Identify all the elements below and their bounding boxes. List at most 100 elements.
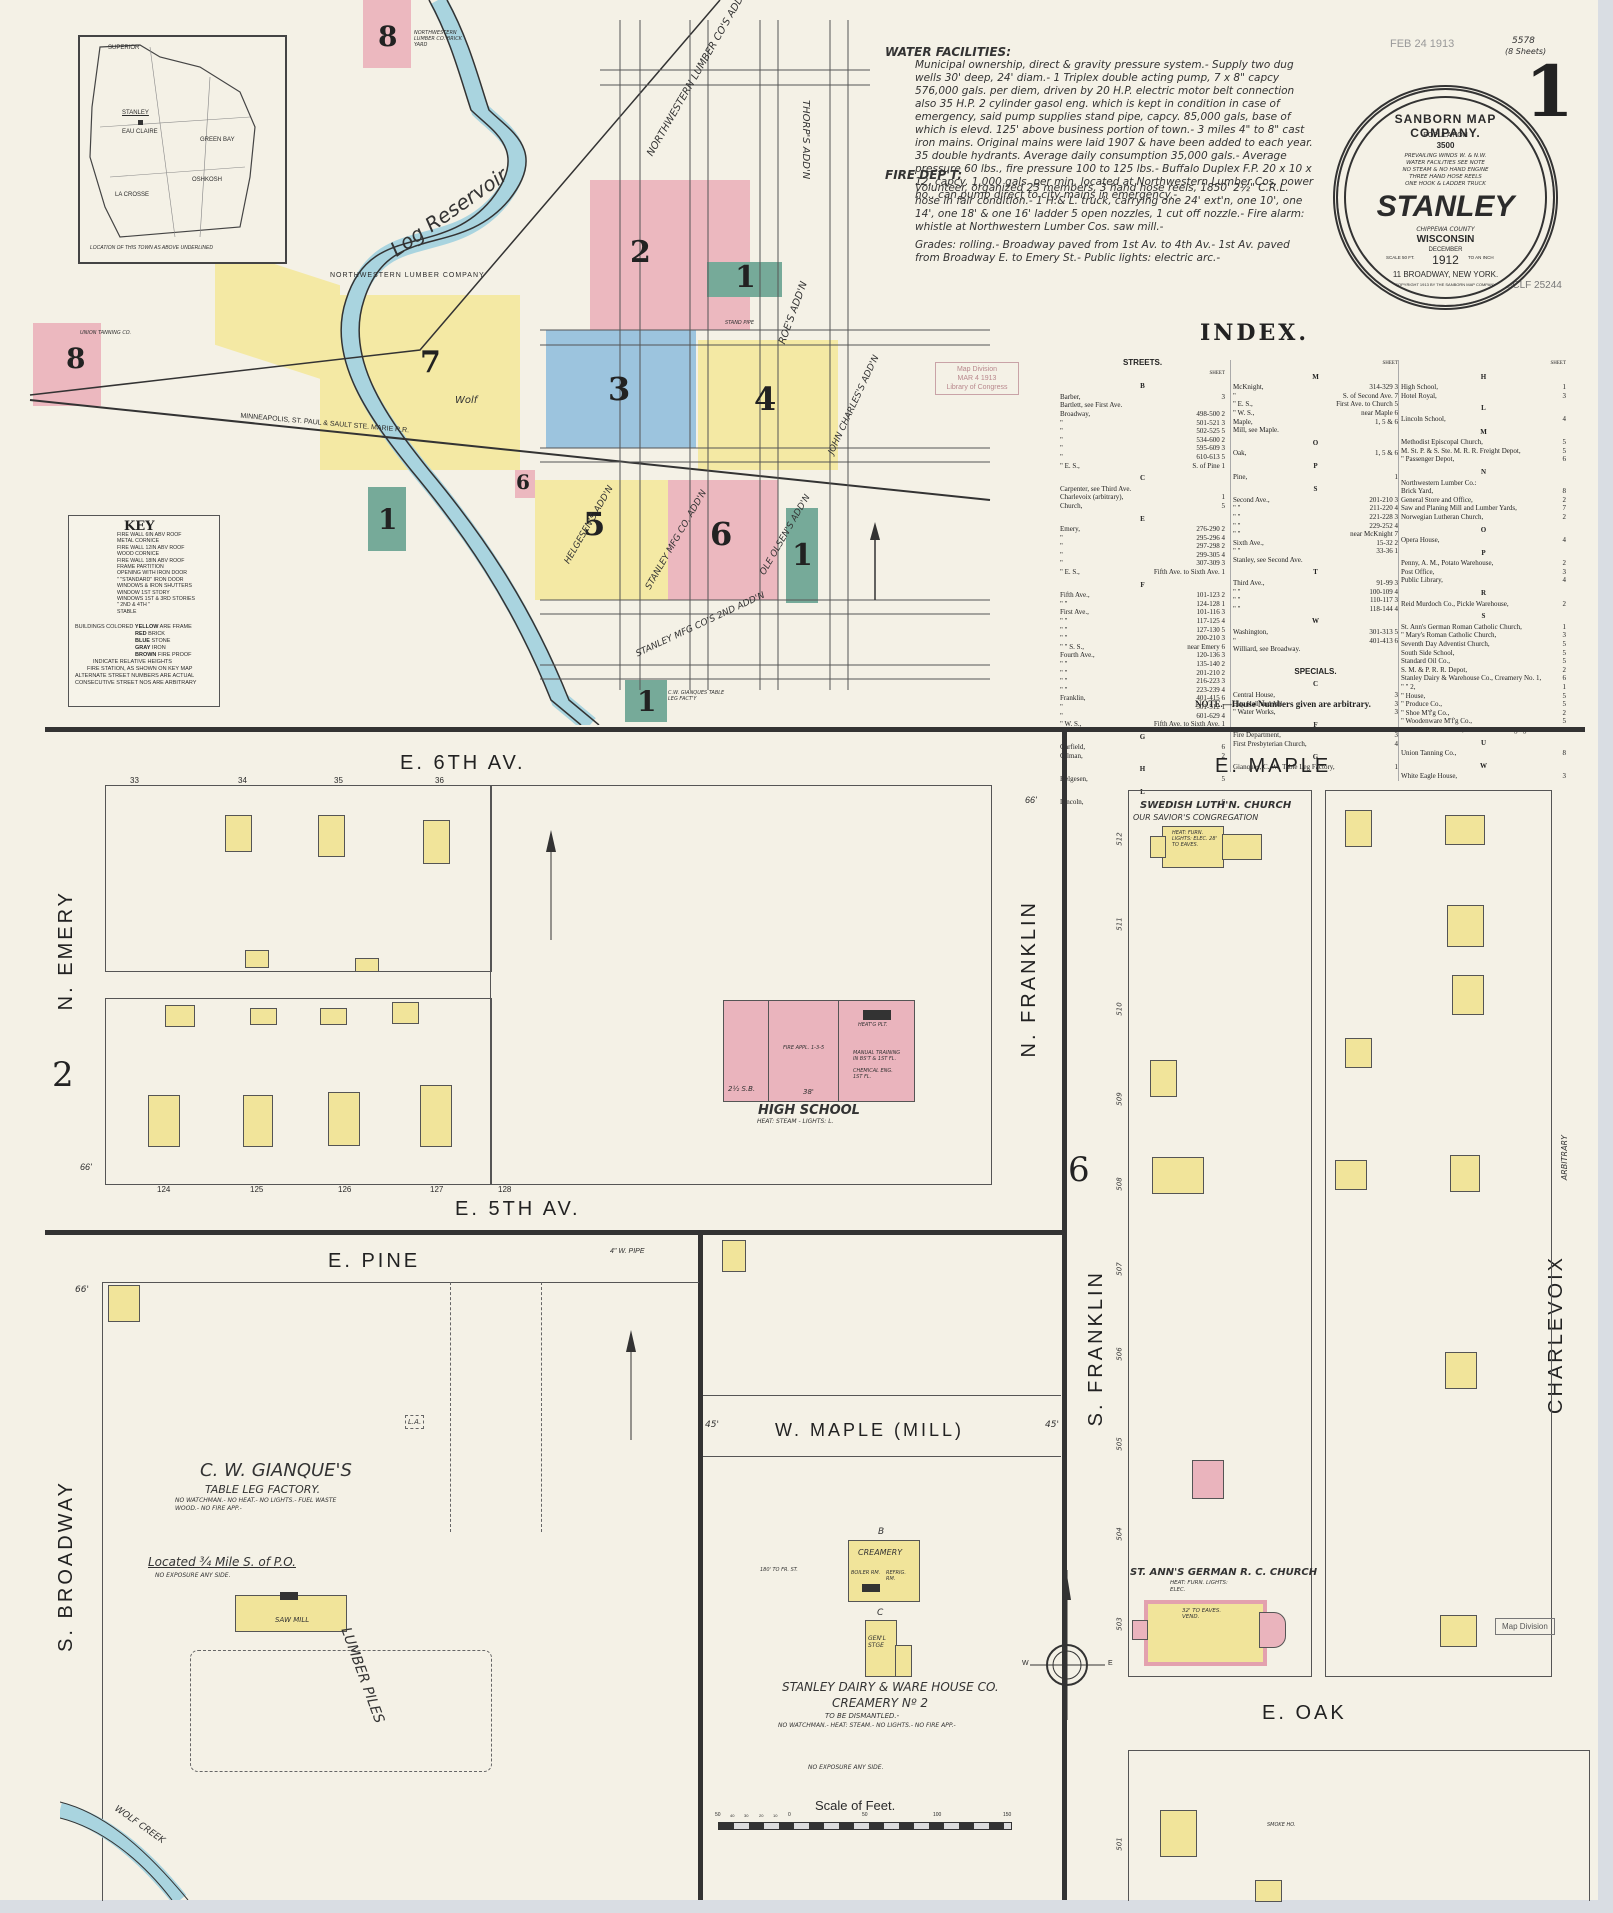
index-row[interactable]: General Store and Office,2	[1401, 496, 1566, 505]
index-row[interactable]: Union Tanning Co.,8	[1401, 749, 1566, 758]
index-row[interactable]: "295-296 4	[1060, 534, 1225, 543]
index-row[interactable]: " "229-252 4	[1233, 522, 1398, 531]
index-row[interactable]: " E. S.,Fifth Ave. to Sixth Ave. 1	[1060, 568, 1225, 577]
shed-d[interactable]	[392, 1002, 419, 1024]
index-row[interactable]: "S. of Second Ave. 7	[1233, 392, 1398, 401]
creamery-bldg-c[interactable]: GEN'L STGE	[865, 1620, 912, 1680]
index-row[interactable]: Northwestern Lumber Co.:	[1401, 479, 1566, 488]
index-row[interactable]: Charlevoix (arbitrary),1	[1060, 493, 1225, 502]
index-row[interactable]: Seventh Day Adventist Church,5	[1401, 640, 1566, 649]
index-row[interactable]: Central House,3	[1233, 691, 1398, 700]
index-row[interactable]: "501-521 3	[1060, 419, 1225, 428]
index-row[interactable]: Post Office,3	[1401, 568, 1566, 577]
dwelling-6i[interactable]	[1335, 1160, 1367, 1190]
index-row[interactable]: Fifth Ave.,101-123 2	[1060, 591, 1225, 600]
key-sheet-3[interactable]: 3	[608, 370, 631, 408]
key-sheet-2[interactable]: 2	[630, 235, 651, 270]
index-row[interactable]: M. St. P. & S. Ste. M. R. R. Freight Dep…	[1401, 447, 1566, 456]
dwelling-6c[interactable]	[1447, 905, 1484, 947]
dwelling-6l[interactable]	[1440, 1615, 1477, 1647]
index-row[interactable]: Bartlett, see First Ave.	[1060, 401, 1225, 410]
index-row[interactable]: Third Ave.,91-99 3	[1233, 579, 1398, 588]
shed-c[interactable]	[320, 1008, 347, 1025]
index-row[interactable]: Public Library,4	[1401, 576, 1566, 585]
index-row[interactable]: " "200-210 3	[1060, 634, 1225, 643]
dwelling-6f[interactable]	[1150, 1060, 1177, 1097]
dwelling-6a[interactable]	[1345, 810, 1372, 847]
index-row[interactable]: "501-512 1	[1060, 703, 1225, 712]
index-row[interactable]: " " 2,1	[1401, 683, 1566, 692]
index-row[interactable]: Reid Murdoch Co., Pickle Warehouse,2	[1401, 600, 1566, 609]
index-row[interactable]: Emery,276-290 2	[1060, 525, 1225, 534]
index-row[interactable]: " "223-239 4	[1060, 686, 1225, 695]
index-row[interactable]: Helgesen,5	[1060, 775, 1225, 784]
shed-a[interactable]	[165, 1005, 195, 1027]
index-row[interactable]: Fire Department,3	[1233, 731, 1398, 740]
index-row[interactable]: Brick Yard,8	[1401, 487, 1566, 496]
dwelling-6b[interactable]	[1445, 815, 1485, 845]
index-row[interactable]: " " S. S.,near Emery 6	[1060, 643, 1225, 652]
index-row[interactable]: Lincoln,6	[1060, 798, 1225, 807]
index-row[interactable]: St. Ann's German Roman Catholic Church,1	[1401, 623, 1566, 632]
index-row[interactable]: Washington,301-313 5	[1233, 628, 1398, 637]
key-sheet-8b[interactable]: 8	[66, 342, 86, 375]
dwelling-6g[interactable]	[1152, 1157, 1204, 1194]
key-sheet-4[interactable]: 4	[754, 380, 777, 418]
index-row[interactable]: First Presbyterian Church,4	[1233, 740, 1398, 749]
index-row[interactable]: "601-629 4	[1060, 712, 1225, 721]
index-row[interactable]: " W. S.,Fifth Ave. to Sixth Ave. 1	[1060, 720, 1225, 729]
swedish-church[interactable]: HEAT: FURN. LIGHTS: ELEC. 28' TO EAVES.	[1150, 826, 1262, 868]
index-row[interactable]: "299-305 4	[1060, 551, 1225, 560]
creamery-bldg-b[interactable]: CREAMERY BOILER RM. REFRIG. RM.	[848, 1540, 920, 1602]
index-row[interactable]: " "100-109 4	[1233, 588, 1398, 597]
index-row[interactable]: City Hall and Jail,3	[1233, 700, 1398, 709]
index-row[interactable]: Fourth Ave.,120-136 3	[1060, 651, 1225, 660]
index-row[interactable]: " "110-117 3	[1233, 596, 1398, 605]
key-sheet-6b[interactable]: 6	[710, 515, 733, 553]
index-row[interactable]: Opera House,4	[1401, 536, 1566, 545]
index-row[interactable]: "297-298 2	[1060, 542, 1225, 551]
dwelling-36[interactable]	[423, 820, 450, 864]
shed-b[interactable]	[250, 1008, 277, 1025]
key-sheet-1d[interactable]: 1	[637, 685, 657, 718]
dwelling-6e[interactable]	[1345, 1038, 1372, 1068]
index-row[interactable]: Norwegian Lutheran Church,2	[1401, 513, 1566, 522]
index-row[interactable]: Stanley Dairy & Warehouse Co., Creamery …	[1401, 674, 1566, 683]
index-row[interactable]: Penny, A. M., Potato Warehouse,2	[1401, 559, 1566, 568]
dwelling-125[interactable]	[243, 1095, 273, 1147]
index-row[interactable]: Mill, see Maple.	[1233, 426, 1398, 435]
index-row[interactable]: "534-600 2	[1060, 436, 1225, 445]
index-row[interactable]: " "near McKnight 7	[1233, 530, 1398, 539]
dwelling-127[interactable]	[420, 1085, 452, 1147]
index-row[interactable]: Gilman,2	[1060, 752, 1225, 761]
index-row[interactable]: " "221-228 3	[1233, 513, 1398, 522]
index-row[interactable]: " "211-220 4	[1233, 504, 1398, 513]
index-row[interactable]: High School,1	[1401, 383, 1566, 392]
key-sheet-7[interactable]: 7	[420, 345, 441, 380]
index-row[interactable]: Standard Oil Co.,5	[1401, 657, 1566, 666]
small-shed-maple[interactable]	[722, 1240, 746, 1272]
index-row[interactable]: Barber,3	[1060, 393, 1225, 402]
index-row[interactable]: Methodist Episcopal Church,5	[1401, 438, 1566, 447]
index-row[interactable]: Maple,1, 5 & 6	[1233, 418, 1398, 427]
key-sheet-5[interactable]: 5	[583, 505, 606, 543]
index-row[interactable]: " House,5	[1401, 692, 1566, 701]
index-row[interactable]: Second Ave.,201-210 3	[1233, 496, 1398, 505]
index-row[interactable]: " Produce Co.,5	[1401, 700, 1566, 709]
index-row[interactable]: " Shoe M'f'g Co.,2	[1401, 709, 1566, 718]
index-row[interactable]: Lincoln School,4	[1401, 415, 1566, 424]
index-row[interactable]: Saw and Planing Mill and Lumber Yards,7	[1401, 504, 1566, 513]
index-row[interactable]: Oak,1, 5 & 6	[1233, 449, 1398, 458]
dwelling-oak-2[interactable]	[1255, 1880, 1282, 1902]
index-row[interactable]: Franklin,401-415 6	[1060, 694, 1225, 703]
dwelling-6d[interactable]	[1452, 975, 1484, 1015]
index-row[interactable]: " Mary's Roman Catholic Church,3	[1401, 631, 1566, 640]
index-row[interactable]: Broadway,498-500 2	[1060, 410, 1225, 419]
index-row[interactable]: "307-309 3	[1060, 559, 1225, 568]
index-row[interactable]: Williard, see Broadway.	[1233, 645, 1398, 654]
index-row[interactable]: "502-525 5	[1060, 427, 1225, 436]
index-row[interactable]: "401-413 6	[1233, 637, 1398, 646]
index-row[interactable]: South Side School,5	[1401, 649, 1566, 658]
index-row[interactable]: " "117-125 4	[1060, 617, 1225, 626]
index-row[interactable]: " "216-223 3	[1060, 677, 1225, 686]
